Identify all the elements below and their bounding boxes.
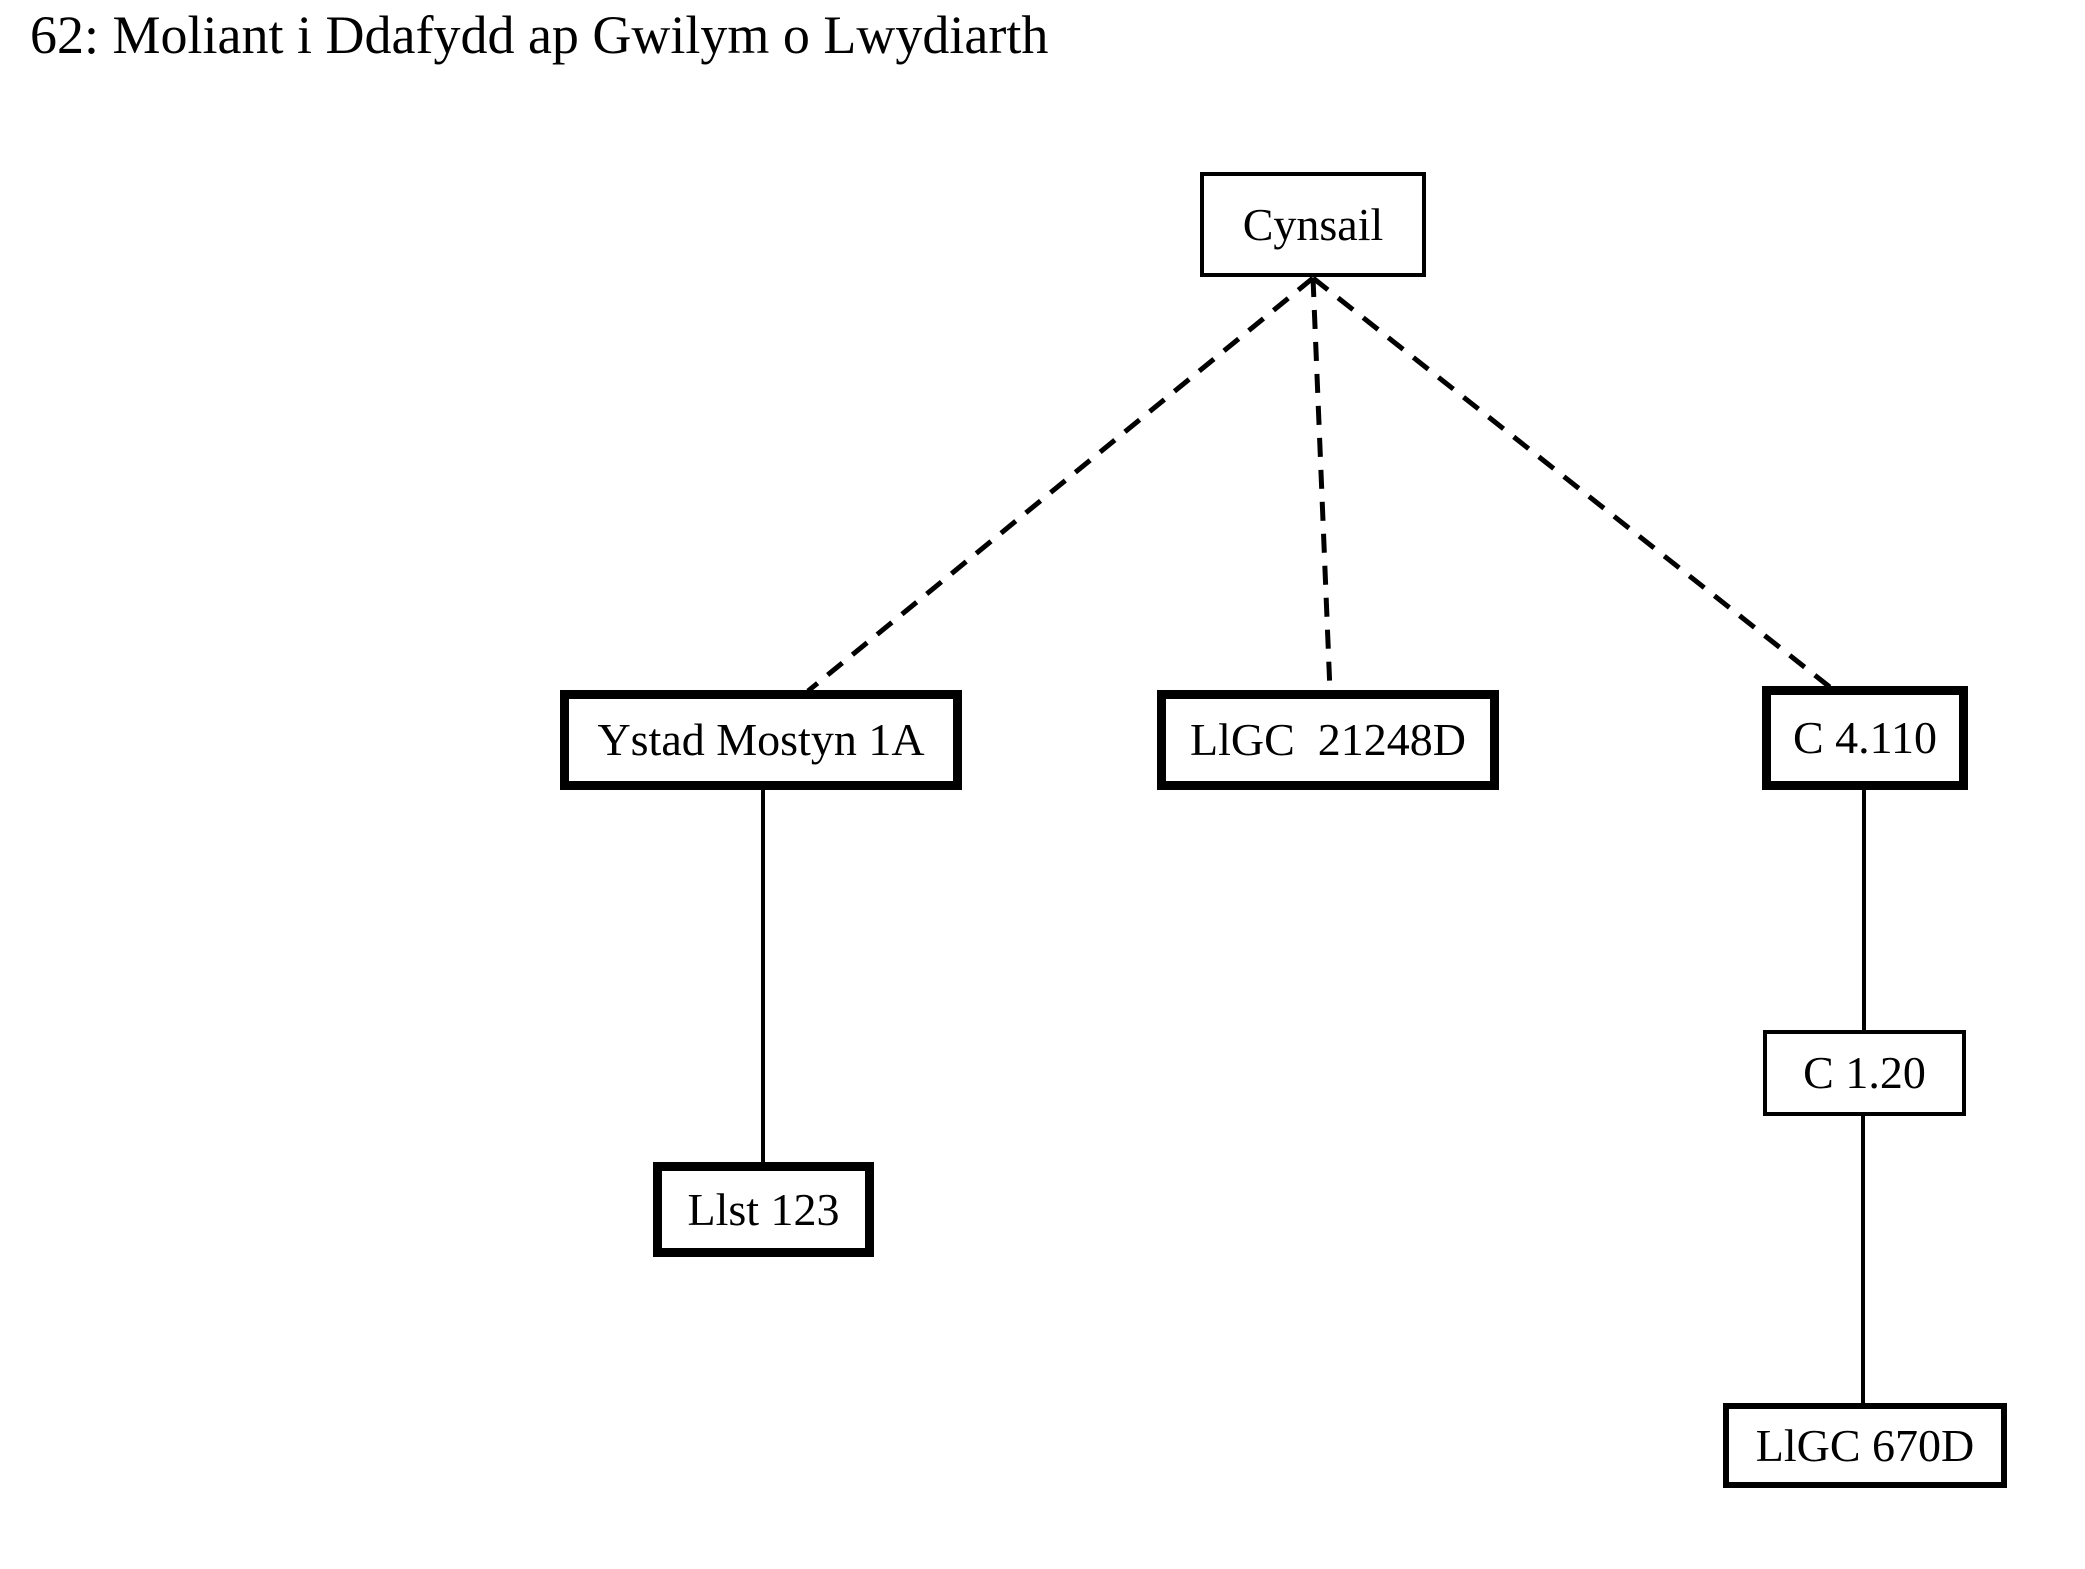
node-c-4-110: C 4.110 — [1762, 686, 1968, 790]
node-label-llst-123: Llst 123 — [687, 1183, 840, 1235]
node-llgc-670d: LlGC 670D — [1723, 1403, 2007, 1488]
node-ystad-mostyn-1a: Ystad Mostyn 1A — [560, 690, 962, 790]
node-label-ystad-mostyn-1a: Ystad Mostyn 1A — [597, 714, 925, 765]
node-c-1-20: C 1.20 — [1763, 1030, 1966, 1116]
node-label-llgc-21248d: LlGC 21248D — [1190, 714, 1466, 765]
node-llst-123: Llst 123 — [653, 1162, 874, 1257]
edge-cynsail-to-c-4-110 — [1311, 276, 1833, 690]
node-llgc-21248d: LlGC 21248D — [1157, 690, 1499, 790]
node-label-c-4-110: C 4.110 — [1793, 712, 1937, 763]
node-label-llgc-670d: LlGC 670D — [1755, 1419, 1975, 1471]
node-label-cynsail: Cynsail — [1242, 198, 1384, 250]
node-cynsail: Cynsail — [1200, 172, 1426, 277]
edge-cynsail-to-ystad-mostyn-1a — [806, 276, 1315, 693]
edge-cynsail-to-llgc-21248d — [1310, 277, 1333, 692]
node-label-c-1-20: C 1.20 — [1803, 1047, 1926, 1098]
page-title: 62: Moliant i Ddafydd ap Gwilym o Lwydia… — [30, 5, 1049, 65]
